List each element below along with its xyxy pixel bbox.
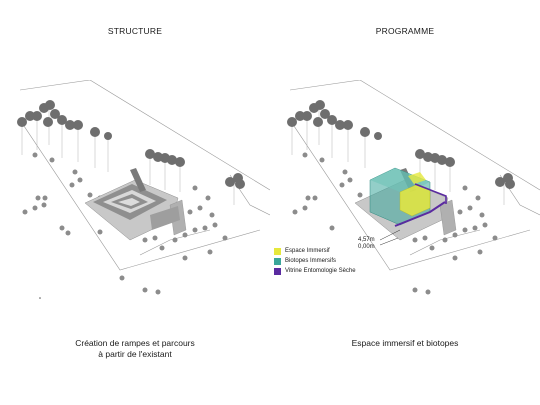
programme-title: PROGRAMME (375, 26, 435, 36)
site-marker (39, 297, 41, 299)
site-path-lower (139, 229, 211, 256)
structure-caption-line-1: Création de rampes et parcours (75, 338, 195, 348)
structure-title: STRUCTURE (107, 26, 163, 36)
tree-canopy (287, 100, 515, 189)
programme-caption: Espace immersif et biotopes (295, 338, 515, 349)
tree-canopy (17, 100, 245, 189)
legend-item-espace-immersif: Espace Immersif (274, 246, 356, 256)
vitrine-front (394, 201, 446, 227)
site-boundary-top (289, 80, 540, 191)
espace-immersif-upper (408, 172, 426, 184)
site-boundary-bottom (19, 119, 261, 271)
legend-item-vitrine: Vitrine Entomologie Sèche (274, 266, 356, 276)
structure-axonometric-diagram (17, 80, 270, 299)
programme-caption-line-1: Espace immersif et biotopes (351, 338, 459, 348)
legend-swatch-purple (274, 267, 281, 275)
legend-item-biotopes: Biotopes Immersifs (274, 256, 356, 266)
legend-swatch-teal (274, 257, 281, 265)
structure-caption: Création de rampes et parcours à partir … (25, 338, 245, 360)
vitrine-side (414, 183, 447, 204)
structure-caption-line-2: à partir de l'existant (98, 349, 172, 359)
site-boundary-bottom (289, 119, 531, 271)
legend-label: Vitrine Entomologie Sèche (285, 268, 356, 274)
tree-small (22, 152, 228, 295)
legend-label: Biotopes Immersifs (285, 258, 337, 264)
level-ground-label: 0,00m (358, 244, 375, 250)
programme-axonometric-diagram (287, 80, 540, 295)
legend-label: Espace Immersif (285, 248, 330, 254)
espace-immersif-volume (399, 183, 431, 217)
legend: Espace Immersif Biotopes Immersifs Vitri… (274, 246, 356, 276)
site-path-lower (409, 229, 481, 256)
level-leader-lines (379, 229, 401, 246)
site-boundary-top (19, 80, 270, 191)
programme-volumes (369, 167, 447, 227)
legend-swatch-yellow (274, 247, 281, 255)
building-ramps (84, 168, 187, 241)
level-upper-label: 4,57m (358, 237, 375, 243)
